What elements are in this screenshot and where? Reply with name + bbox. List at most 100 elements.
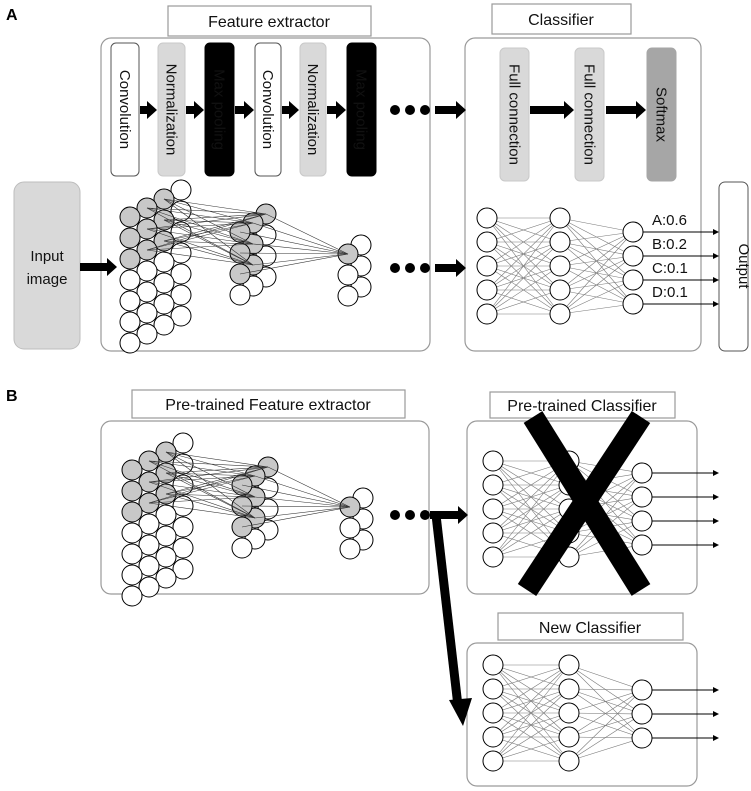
layer-box-4	[254, 42, 282, 177]
a-stack1-node	[153, 251, 175, 273]
arrow-to-classifier-net	[435, 259, 466, 277]
ellipsis-dot-bottom-1	[390, 263, 400, 273]
panel-a-classifier-network	[476, 207, 719, 325]
b-new-edge	[492, 664, 570, 762]
a-fc-edge	[559, 231, 634, 291]
a-stack1-node	[170, 305, 192, 327]
classifier-layer-label-3: Softmax	[653, 87, 670, 143]
a-stack3-node	[337, 264, 359, 286]
a-fc-edge	[486, 217, 561, 243]
a-connection	[239, 253, 349, 275]
arrow-5	[327, 101, 346, 119]
a-fc-node	[476, 255, 498, 277]
a-stack1-node	[119, 206, 141, 228]
layer-box-2	[157, 42, 186, 177]
layer-label-5: Normalization	[304, 64, 321, 156]
a-fc-node	[622, 245, 644, 267]
b-connection	[148, 460, 256, 519]
output-box	[718, 181, 749, 352]
output-value-3: C:0.1	[652, 260, 688, 277]
b-new-node	[631, 703, 653, 725]
a-connection	[163, 240, 254, 266]
b-stack3-node	[339, 538, 361, 560]
a-connection	[163, 198, 254, 266]
a-connection	[146, 213, 267, 251]
a-connection	[163, 198, 267, 215]
b-new-node	[558, 702, 580, 724]
ellipsis-dot-bottom-3	[420, 263, 430, 273]
a-fc-edge	[486, 217, 561, 267]
b-pre-node	[482, 474, 504, 496]
classifier-title-box	[491, 3, 632, 35]
classifier-title: Classifier	[528, 12, 594, 29]
discard-x-icon	[517, 410, 651, 597]
panel-a-connectors	[80, 258, 466, 277]
a-stack1-node	[136, 323, 158, 345]
a-fc-edge	[559, 217, 634, 233]
panel-b-feature-neurons	[121, 432, 374, 607]
b-connection	[254, 506, 351, 519]
a-fc-node	[622, 269, 644, 291]
a-connection	[146, 207, 254, 266]
b-connection	[148, 502, 256, 519]
b-stack1-node	[155, 567, 177, 589]
a-fc-edge	[559, 231, 634, 243]
b-connection	[165, 451, 256, 477]
pretrained-extractor-title: Pre-trained Feature extractor	[165, 397, 371, 414]
arrow-to-new-classifier-head	[449, 698, 472, 726]
b-new-edge	[568, 664, 643, 691]
b-new-node	[558, 726, 580, 748]
b-stack1-node	[155, 525, 177, 547]
classifier-layer-label-2: Full connection	[581, 64, 598, 165]
b-connection	[165, 466, 269, 474]
b-stack1-node	[121, 522, 143, 544]
b-connection	[241, 505, 351, 508]
b-new-edge	[568, 689, 643, 714]
a-connection	[146, 207, 254, 224]
new-classifier-network	[482, 654, 719, 772]
b-new-node	[482, 702, 504, 724]
ellipsis-dot-b-1	[390, 510, 400, 520]
b-pre-node	[482, 450, 504, 472]
b-stack1-node	[121, 585, 143, 607]
a-fc-edge	[559, 255, 634, 315]
a-fc-edge	[559, 279, 634, 315]
panel-b-connectors	[390, 506, 472, 726]
a-fc-node	[476, 231, 498, 253]
b-connection	[148, 481, 256, 519]
classifier-layer-label-1: Full connection	[506, 64, 523, 165]
input-label-line2: image	[27, 271, 68, 288]
b-stack1-node	[172, 432, 194, 454]
b-connection	[254, 496, 351, 508]
b-stack3-node	[339, 517, 361, 539]
classifier-outputs: A:0.6B:0.2C:0.1D:0.1	[652, 212, 688, 301]
a-stack1-node	[119, 248, 141, 270]
a-stack1-node	[153, 293, 175, 315]
b-stack1-node	[121, 501, 143, 523]
b-new-edge	[568, 689, 643, 762]
b-connection	[241, 484, 351, 508]
b-stack1-node	[121, 480, 143, 502]
new-classifier-title: New Classifier	[539, 620, 642, 637]
a-connection	[163, 198, 254, 245]
a-connection	[163, 213, 267, 242]
arrow-3	[235, 101, 254, 119]
b-pre-node	[482, 498, 504, 520]
b-connection	[165, 472, 256, 519]
a-fc-edge	[486, 217, 561, 315]
b-stack1-node	[138, 513, 160, 535]
a-connection	[163, 219, 254, 266]
layer-box-5	[299, 42, 327, 177]
b-pre-node	[631, 462, 653, 484]
b-pre-node	[631, 486, 653, 508]
a-stack1-node	[136, 302, 158, 324]
arrow-4	[282, 101, 299, 119]
b-new-node	[482, 678, 504, 700]
b-connection	[165, 451, 269, 468]
ellipsis-dot-bottom-2	[405, 263, 415, 273]
b-connection	[267, 466, 351, 508]
a-fc-node	[622, 221, 644, 243]
a-stack1-node	[136, 260, 158, 282]
arrow-to-pretrained-classifier	[430, 506, 468, 524]
